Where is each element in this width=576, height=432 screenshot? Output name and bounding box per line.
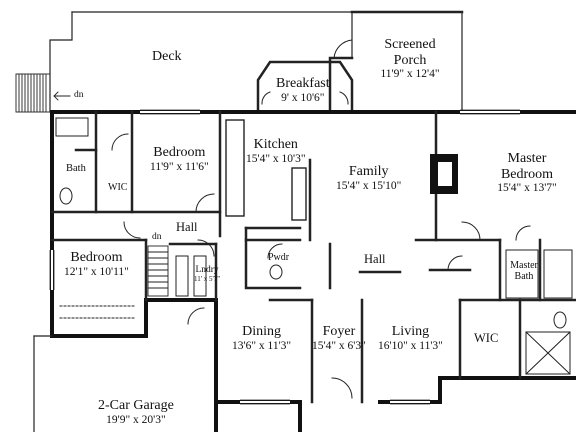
deck-stairs [15, 73, 71, 113]
room-name: Screened Porch [384, 37, 436, 68]
room-name: Master Bedroom [500, 151, 554, 182]
room-label-bedroom-2: Bedroom 12'1" x 10'11" [64, 250, 129, 279]
window-frames [49, 109, 520, 405]
room-dims: 11' x 5'7" [194, 274, 221, 283]
room-dims: 16'10" x 11'3" [378, 339, 443, 352]
room-label-wic-1: WIC [108, 182, 127, 193]
room-name: Pwdr [268, 252, 290, 263]
room-name: Lndry [195, 265, 219, 275]
room-label-hall-2: Hall [364, 252, 386, 266]
room-name: Bedroom [153, 145, 206, 160]
room-name: 2-Car Garage [98, 398, 174, 413]
room-dims: 11'9" x 12'4" [380, 68, 440, 81]
room-label-foyer: Foyer 15'4" x 6'3" [312, 324, 366, 353]
room-dims: 15'4" x 10'3" [246, 152, 306, 165]
interior-stair-dn-label: dn [152, 232, 162, 243]
room-label-bedroom-1: Bedroom 11'9" x 11'6" [150, 145, 209, 174]
room-label-garage: 2-Car Garage 19'9" x 20'3" [98, 398, 174, 427]
room-dims: 13'6" x 11'3" [232, 339, 292, 352]
room-label-laundry: Lndry 11' x 5'7" [194, 265, 220, 283]
room-label-living: Living 16'10" x 11'3" [378, 324, 443, 353]
room-label-bath: Bath [66, 163, 86, 175]
room-label-wic-2: WIC [474, 331, 498, 345]
room-dims: 12'1" x 10'11" [64, 265, 129, 278]
interior-stair [147, 245, 169, 297]
room-dims: 15'4" x 13'7" [497, 182, 557, 195]
room-name: Living [391, 324, 430, 339]
interior-stair-dn-text: dn [152, 232, 162, 242]
room-name: Family [348, 164, 389, 179]
room-label-kitchen: Kitchen 15'4" x 10'3" [246, 137, 306, 166]
room-label-master-bedroom: Master Bedroom 15'4" x 13'7" [484, 151, 570, 195]
room-dims: 15'4" x 6'3" [312, 339, 366, 352]
room-label-dining: Dining 13'6" x 11'3" [232, 324, 291, 353]
room-label-deck: Deck [152, 49, 182, 65]
room-name: Hall [176, 220, 198, 234]
room-dims: 15'4" x 15'10" [336, 179, 402, 192]
room-name: Deck [152, 49, 182, 64]
room-name: Bedroom [70, 250, 123, 265]
room-name: Foyer [322, 324, 356, 339]
garage-walls [33, 335, 53, 432]
room-label-family: Family 15'4" x 15'10" [336, 164, 401, 193]
room-label-breakfast: Breakfast 9' x 10'6" [276, 76, 330, 105]
room-name: Bath [66, 163, 86, 174]
room-name: WIC [108, 182, 128, 193]
room-name: Hall [364, 252, 386, 266]
room-name: WIC [474, 331, 499, 345]
interior-walls [50, 110, 576, 404]
room-label-master-bath: Master Bath [504, 260, 544, 282]
breakfast-bay-walls [256, 60, 354, 114]
room-dims: 11'9" x 11'6" [150, 160, 209, 173]
windows [51, 111, 520, 403]
room-label-hall-1: Hall [176, 220, 198, 234]
room-name: Dining [242, 324, 281, 339]
room-dims: 9' x 10'6" [281, 91, 325, 104]
room-label-screened-porch: Screened Porch 11'9" x 12'4" [370, 37, 450, 81]
fixtures [55, 117, 573, 375]
room-name: Breakfast [276, 76, 330, 91]
room-name: Kitchen [253, 137, 298, 152]
screened-porch-walls [328, 10, 464, 114]
fireplace [430, 154, 458, 194]
room-label-powder: Pwdr [268, 252, 289, 263]
room-name: Master Bath [510, 260, 538, 283]
deck-stair-dn-label: dn [74, 90, 84, 101]
room-dims: 19'9" x 20'3" [106, 413, 166, 426]
door-swings [111, 133, 531, 399]
deck-stair-dn-text: dn [74, 90, 84, 100]
